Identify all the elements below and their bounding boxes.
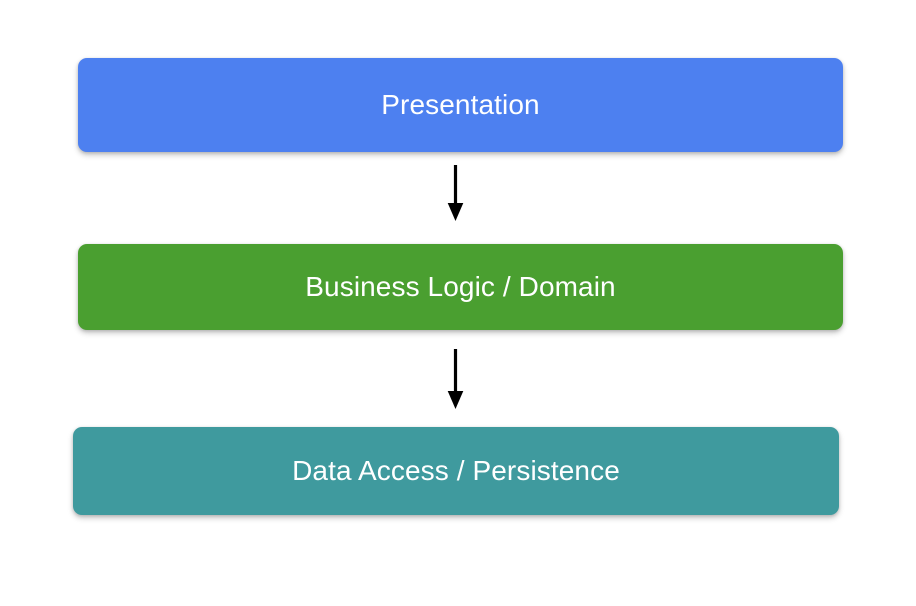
arrow-down-icon-business-to-data bbox=[447, 349, 464, 409]
layer-box-business-logic[interactable]: Business Logic / Domain bbox=[78, 244, 843, 330]
arrow-head bbox=[447, 391, 464, 409]
layer-box-data-access[interactable]: Data Access / Persistence bbox=[73, 427, 839, 515]
layer-label-data-access: Data Access / Persistence bbox=[292, 455, 620, 486]
arrow-down-icon-presentation-to-business bbox=[447, 165, 464, 221]
layer-box-presentation[interactable]: Presentation bbox=[78, 58, 843, 152]
arrow-head bbox=[447, 203, 464, 221]
layer-label-presentation: Presentation bbox=[381, 89, 540, 120]
layer-label-business-logic: Business Logic / Domain bbox=[305, 271, 616, 302]
